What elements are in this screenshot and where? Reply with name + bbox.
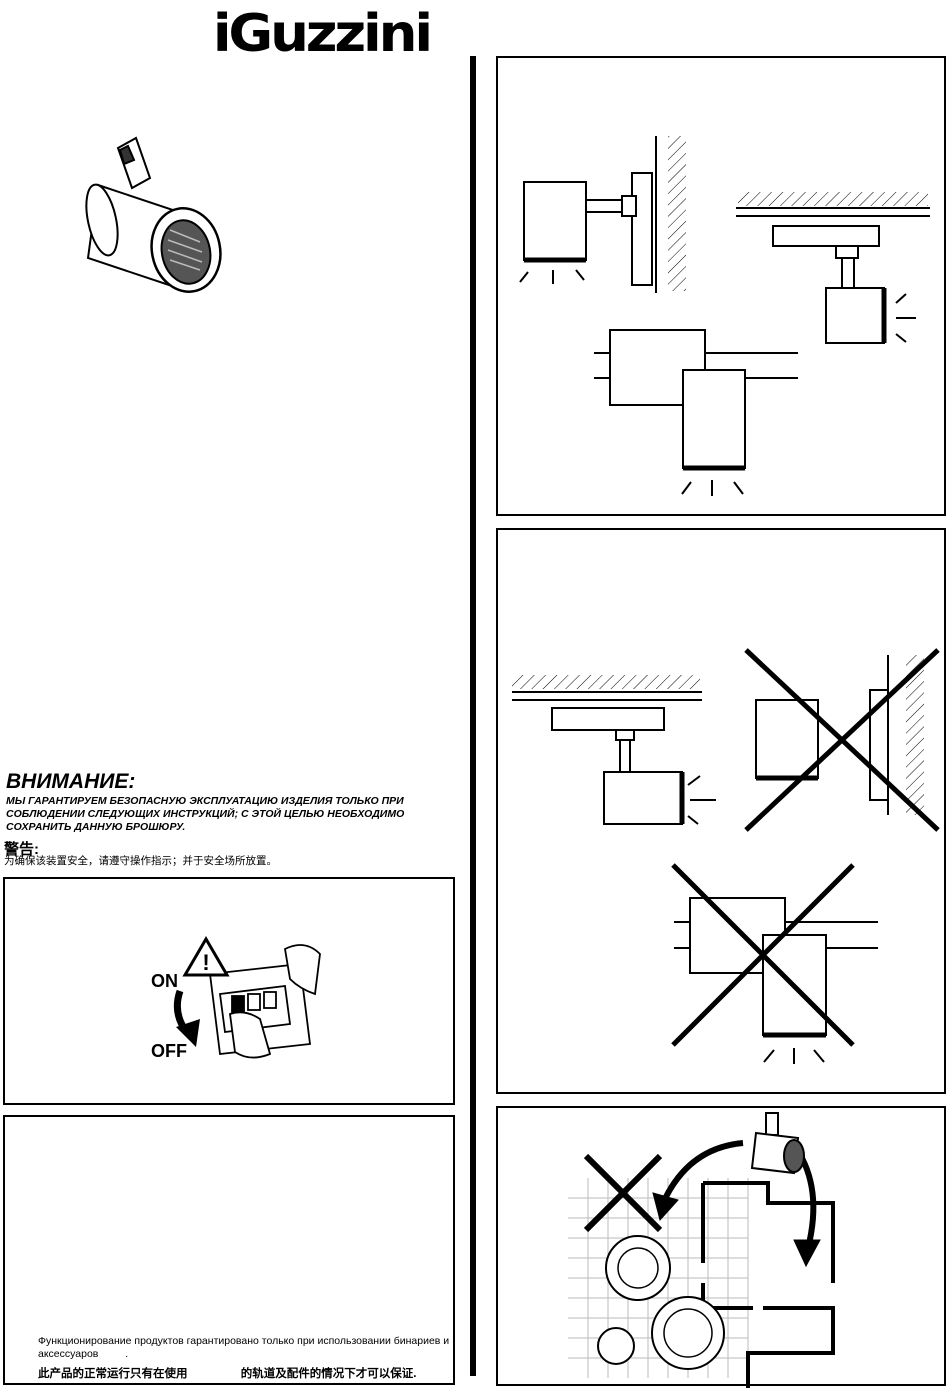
orientation-panel <box>496 528 946 1094</box>
down-arrow-icon <box>173 989 200 1047</box>
indoor-use-panel <box>496 1106 946 1388</box>
mounting-diagrams <box>519 136 930 496</box>
warning-title-cn: 警告: <box>4 841 39 858</box>
warning-triangle-icon: ! <box>182 936 230 977</box>
off-label: OFF <box>151 1041 187 1061</box>
indoor-use-diagram <box>568 1112 835 1388</box>
track-note-cn-b: 的轨道及配件的情况下才可以保证. <box>240 1368 417 1380</box>
track-note-text-cn: 此产品的正常运行只有在使用 的轨道及配件的情况下才可以保证. <box>38 1365 416 1381</box>
switch-box-illustration <box>208 944 321 1059</box>
power-off-panel: ! ON OFF <box>3 877 455 1105</box>
svg-text:!: ! <box>202 950 209 975</box>
warning-text-cn: 为确保该装置安全，请遵守操作指示；并于安全场所放置。 <box>4 855 277 867</box>
spotlight-product-illustration <box>85 136 222 293</box>
mounting-positions-panel <box>496 56 946 516</box>
brand-logo: iGuzzini <box>212 4 433 64</box>
track-note-cn-a: 此产品的正常运行只有在使用 <box>38 1368 188 1380</box>
track-note-panel <box>3 1115 455 1385</box>
track-note-ru-tail: . <box>125 1348 129 1360</box>
track-note-text-ru: Функционирование продуктов гарантировано… <box>38 1335 453 1361</box>
warning-text-ru: МЫ ГАРАНТИРУЕМ БЕЗОПАСНУЮ ЭКСПЛУАТАЦИЮ И… <box>6 795 405 833</box>
warning-title-ru: ВНИМАНИЕ: <box>6 770 136 793</box>
orientation-diagrams <box>512 648 940 1064</box>
on-label: ON <box>151 971 178 991</box>
track-note-ru-main: Функционирование продуктов гарантировано… <box>38 1335 450 1360</box>
page-divider <box>470 56 476 1376</box>
